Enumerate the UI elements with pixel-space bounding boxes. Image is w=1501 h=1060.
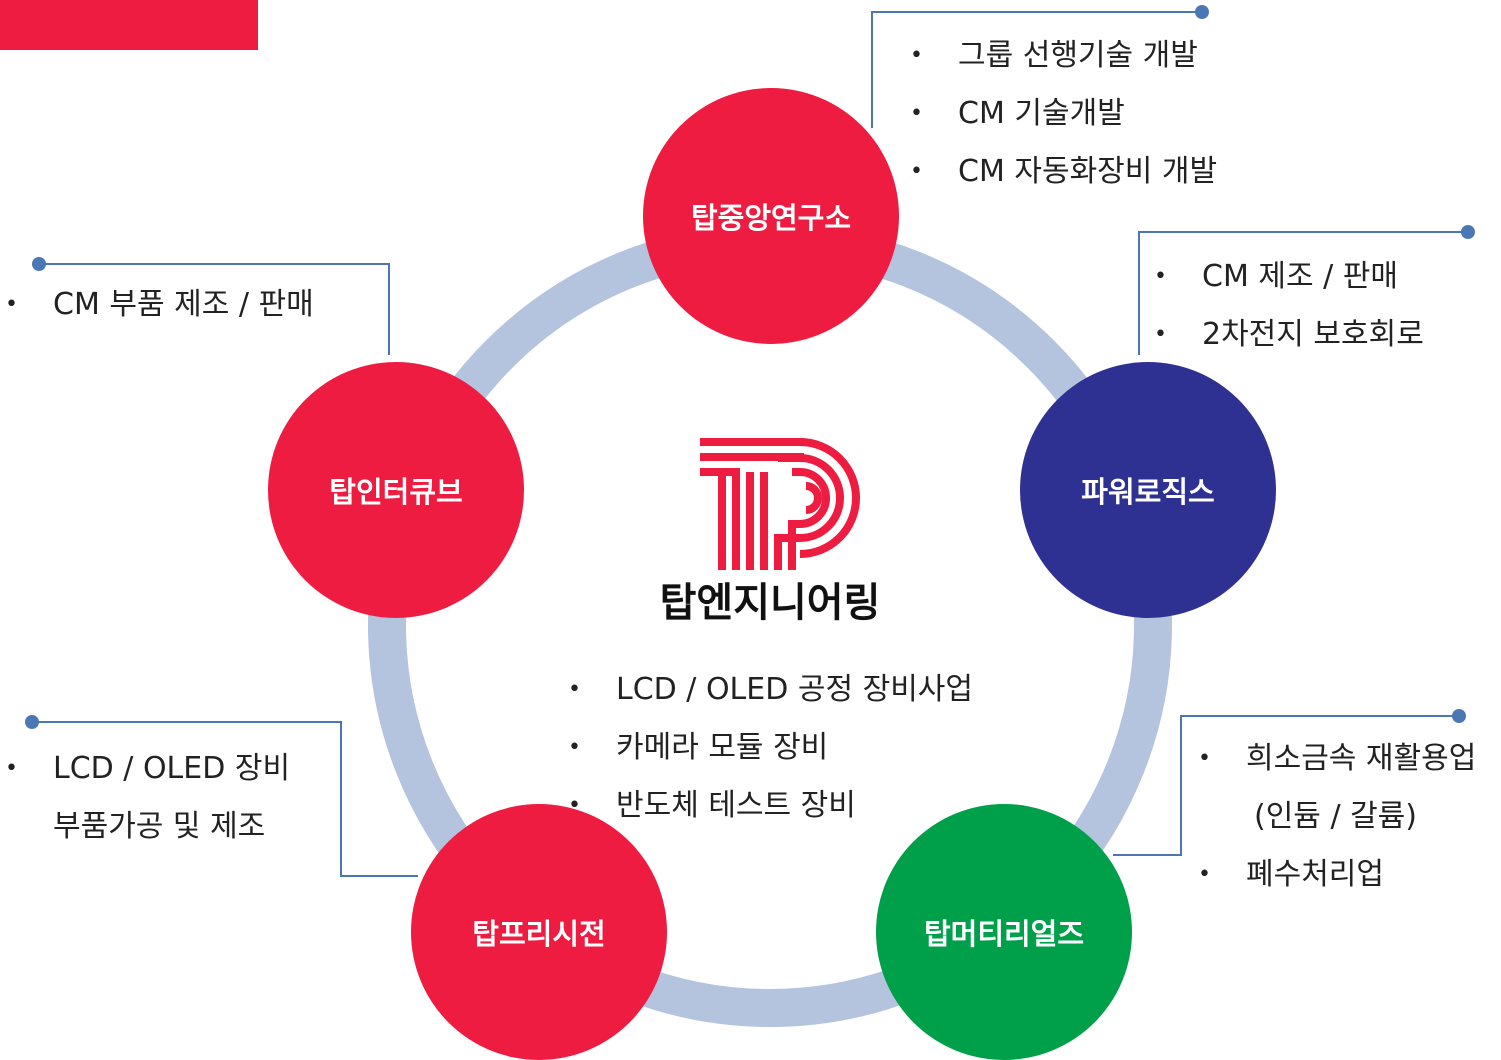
node-left: 탑인터큐브	[268, 362, 524, 618]
corner-accent-bar	[0, 0, 258, 50]
center-list: LCD / OLED 공정 장비사업 카메라 모듈 장비 반도체 테스트 장비	[568, 661, 973, 835]
list-item: 반도체 테스트 장비	[568, 777, 973, 835]
list-item: 2차전지 보호회로	[1154, 306, 1424, 364]
list-item: CM 제조 / 판매	[1154, 248, 1424, 306]
connector-top	[871, 11, 1202, 128]
list-item: 희소금속 재활용업	[1198, 730, 1476, 788]
connector-left	[39, 263, 390, 355]
node-bottom-right-label: 탑머티리얼즈	[923, 917, 1085, 951]
node-bottom-left-label: 탑프리시전	[472, 917, 606, 951]
list-item: 카메라 모듈 장비	[568, 719, 973, 777]
node-left-label: 탑인터큐브	[329, 475, 463, 509]
connector-bottom-right	[1113, 715, 1459, 856]
callout-bottom-left-list: LCD / OLED 장비 부품가공 및 제조	[5, 740, 290, 856]
list-item: LCD / OLED 장비	[5, 740, 290, 798]
company-name: 탑엔지니어링	[659, 580, 881, 626]
callout-right-list: CM 제조 / 판매 2차전지 보호회로	[1154, 248, 1424, 364]
connector-right	[1138, 231, 1468, 355]
node-right-label: 파워로직스	[1081, 475, 1215, 509]
node-bottom-left: 탑프리시전	[411, 804, 667, 1060]
list-item: (인듐 / 갈륨)	[1254, 799, 1417, 834]
node-right: 파워로직스	[1020, 362, 1276, 618]
node-top: 탑중앙연구소	[643, 88, 899, 344]
connector-dot-right	[1461, 225, 1475, 239]
connector-dot-left	[32, 257, 46, 271]
tp-logo-icon	[700, 438, 860, 570]
connector-lines	[32, 11, 1468, 877]
list-item: LCD / OLED 공정 장비사업	[568, 661, 973, 719]
connector-dot-top	[1195, 5, 1209, 19]
callout-left-list: CM 부품 제조 / 판매	[5, 276, 314, 334]
list-item: 그룹 선행기술 개발	[910, 27, 1217, 85]
node-bottom-right: 탑머티리얼즈	[876, 804, 1132, 1060]
list-item: CM 자동화장비 개발	[910, 143, 1217, 201]
list-item: 부품가공 및 제조	[53, 809, 266, 844]
callout-top-list: 그룹 선행기술 개발 CM 기술개발 CM 자동화장비 개발	[910, 27, 1217, 201]
connector-bottom-left	[32, 721, 418, 877]
connector-dots	[25, 5, 1475, 729]
node-top-label: 탑중앙연구소	[690, 201, 852, 235]
connector-dot-bottom-left	[25, 715, 39, 729]
list-item: CM 부품 제조 / 판매	[5, 276, 314, 334]
connector-dot-bottom-right	[1452, 709, 1466, 723]
list-item: CM 기술개발	[910, 85, 1217, 143]
callout-bottom-right-list: 희소금속 재활용업 (인듐 / 갈륨) 폐수처리업	[1198, 730, 1476, 904]
list-item: 폐수처리업	[1198, 846, 1476, 904]
